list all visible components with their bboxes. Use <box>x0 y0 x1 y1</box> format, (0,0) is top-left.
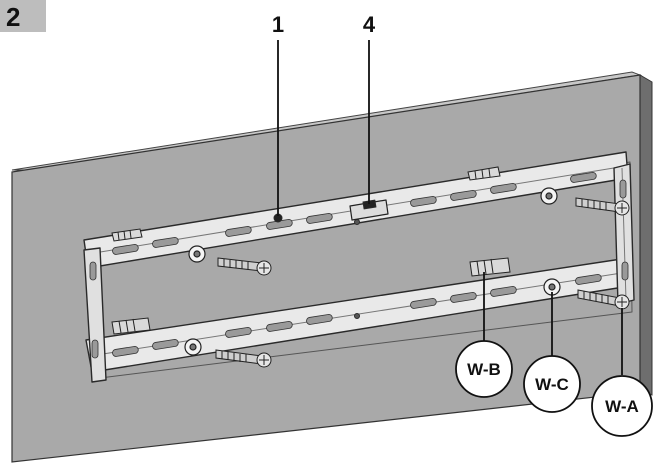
step-badge-number: 2 <box>6 2 20 32</box>
callout-wc-circle: W-C <box>523 355 581 413</box>
screw-left-upper <box>217 257 272 276</box>
anchor-left-lower <box>111 317 151 335</box>
callout-wb-circle: W-B <box>455 340 513 398</box>
screw-right-upper <box>575 197 630 216</box>
callout-4: 4 <box>363 12 376 37</box>
top-rail-slots <box>112 172 597 255</box>
mounting-bracket <box>83 151 635 383</box>
screw-left-lower <box>215 349 272 368</box>
callout-wa-circle: W-A <box>591 375 653 437</box>
bottom-rail-slots <box>112 274 602 357</box>
callout-1: 1 <box>272 12 284 37</box>
screw-right-lower <box>577 289 630 310</box>
leader-lines <box>277 40 623 375</box>
bracket-washers <box>184 187 561 356</box>
anchor-center-lower <box>469 257 511 277</box>
callout-wa-label: W-A <box>605 397 639 416</box>
bracket-left-upright <box>83 247 107 383</box>
anchor-left-upper <box>111 228 143 242</box>
bubble-level <box>349 199 389 221</box>
anchor-right-upper <box>467 166 501 181</box>
step-badge: 2 <box>0 0 46 32</box>
callout-wb-label: W-B <box>467 360 501 379</box>
callout-wc-label: W-C <box>535 375 569 394</box>
wall-side-face <box>639 74 653 396</box>
screws-and-anchors <box>111 166 630 368</box>
